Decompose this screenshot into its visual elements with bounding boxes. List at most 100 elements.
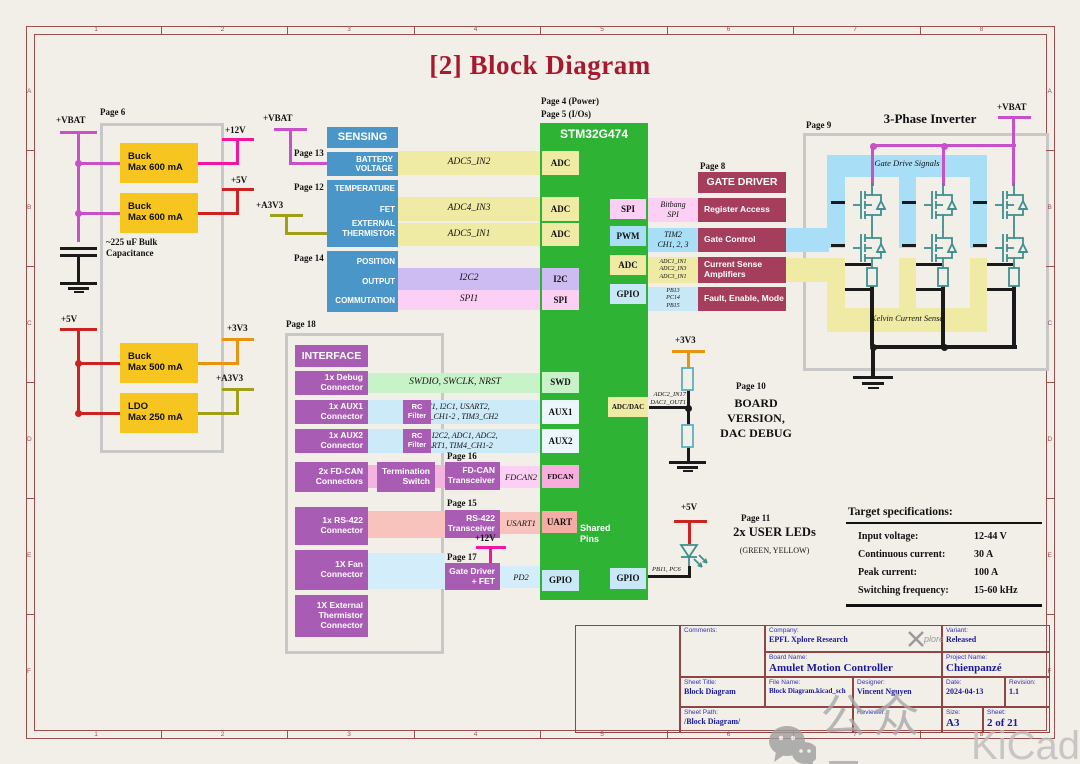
page-label[interactable]: Page 17 <box>447 552 477 562</box>
sensing-position-block[interactable] <box>327 251 398 312</box>
wire <box>973 244 987 247</box>
buck-500ma[interactable]: Buck Max 500 mA <box>120 343 198 383</box>
spec-table: Target specifications: Input voltage: 12… <box>846 504 1042 607</box>
page-label[interactable]: Page 6 <box>100 107 126 117</box>
gate-driver-header[interactable]: GATE DRIVER <box>698 172 786 193</box>
pin-gpio[interactable]: GPIO <box>542 570 579 591</box>
frame-tick <box>26 614 34 615</box>
termination-switch[interactable]: Termination Switch <box>377 462 435 492</box>
wire <box>236 390 239 415</box>
wire <box>687 390 690 408</box>
page-label[interactable]: Page 4 (Power) <box>541 96 599 106</box>
ldo-250ma[interactable]: LDO Max 250 mA <box>120 393 198 433</box>
debug-connector[interactable]: 1x Debug Connector <box>295 371 368 395</box>
page-label[interactable]: Page 18 <box>286 319 316 329</box>
fan-gate-driver-fet[interactable]: Gate Driver + FET <box>445 563 500 590</box>
wire <box>78 362 122 365</box>
frame-tick <box>160 730 162 738</box>
interface-header[interactable]: INTERFACE <box>295 345 368 367</box>
sensing-row-fet: FET <box>379 205 395 214</box>
page-label[interactable]: Page 8 <box>700 161 726 171</box>
junction-dot <box>870 344 877 351</box>
page-label[interactable]: Page 12 <box>294 182 324 192</box>
frame-number: 4 <box>473 730 478 738</box>
pin-pwm[interactable]: PWM <box>610 226 646 246</box>
power-section-box[interactable] <box>100 123 224 453</box>
sensing-temperature-block[interactable] <box>327 180 398 247</box>
titleblock-cell: File Name:Block Diagram.kicad_sch <box>765 677 853 707</box>
fan-connector[interactable]: 1X Fan Connector <box>295 550 368 590</box>
wire <box>862 382 884 385</box>
frame-tick <box>540 26 541 34</box>
gd-gate-control[interactable]: Gate Control <box>698 228 786 252</box>
frame-number: 2 <box>220 730 225 738</box>
sensing-row-commutation: COMMUTATION <box>335 296 395 305</box>
titleblock-label: Revision: <box>1009 679 1036 686</box>
pin-adc[interactable]: ADC <box>542 197 579 221</box>
pin-adc[interactable]: ADC <box>610 255 646 275</box>
junction-dot <box>75 210 82 217</box>
pin-fdcan[interactable]: FDCAN <box>542 465 579 488</box>
frame-number: 8 <box>979 25 984 33</box>
power-flag-5v: +5V <box>681 502 698 512</box>
net-bitbang-spi: Bitbang SPI <box>648 198 698 222</box>
frame-number: 7 <box>853 25 857 33</box>
pin-aux2[interactable]: AUX2 <box>542 429 579 453</box>
power-flag-vbat: +VBAT <box>997 102 1027 112</box>
titleblock-label: Sheet Path: <box>684 709 718 716</box>
kelvin-current-sense-label: Kelvin Current Sense <box>870 313 944 323</box>
page-label[interactable]: Page 15 <box>447 498 477 508</box>
buck-600ma-2[interactable]: Buck Max 600 mA <box>120 193 198 233</box>
spec-value: 100 A <box>974 566 999 578</box>
pin-adc[interactable]: ADC <box>542 223 579 246</box>
buck-600ma-1[interactable]: Buck Max 600 mA <box>120 143 198 183</box>
page-label[interactable]: Page 16 <box>447 451 477 461</box>
rc-filter-1[interactable]: RC Filter <box>403 400 431 424</box>
pin-gpio[interactable]: GPIO <box>610 284 646 304</box>
gd-register-access[interactable]: Register Access <box>698 198 786 222</box>
page-label[interactable]: Page 13 <box>294 148 324 158</box>
page-label[interactable]: Page 10 <box>736 381 766 391</box>
pin-aux1[interactable]: AUX1 <box>542 400 579 424</box>
titleblock-cell: Revision:1.1 <box>1005 677 1050 707</box>
titleblock-value: EPFL Xplore Research <box>769 635 848 644</box>
aux2-connector[interactable]: 1x AUX2 Connector <box>295 429 368 453</box>
wire <box>198 362 239 365</box>
pin-adc-dac[interactable]: ADC/DAC <box>608 397 648 417</box>
page-label[interactable]: Page 11 <box>741 513 771 523</box>
frame-tick <box>1046 150 1054 151</box>
titleblock-cell: Project Name:Chienpanzé <box>942 652 1050 677</box>
interface-section-box[interactable] <box>285 333 444 654</box>
titleblock-value: 2 of 21 <box>987 717 1019 729</box>
fdcan-transceiver[interactable]: FD-CAN Transceiver <box>445 462 500 490</box>
inverter-section-box[interactable] <box>803 133 1049 371</box>
power-flag-3v3: +3V3 <box>227 323 248 333</box>
pin-spi[interactable]: SPI <box>610 199 646 219</box>
page-label[interactable]: Page 9 <box>806 120 832 130</box>
pin-swd[interactable]: SWD <box>542 372 579 393</box>
frame-letter: D <box>27 436 32 443</box>
frame-tick <box>666 730 668 738</box>
frame-tick <box>1046 266 1054 267</box>
ext-thermistor-connector[interactable]: 1X External Thermistor Connector <box>295 595 368 637</box>
wire <box>476 546 506 549</box>
page-label[interactable]: Page 14 <box>294 253 324 263</box>
fdcan-connectors[interactable]: 2x FD-CAN Connectors <box>295 462 368 492</box>
spec-row: Switching frequency: 15-60 kHz <box>846 581 1042 599</box>
rs422-transceiver[interactable]: RS-422 Transceiver <box>445 510 500 538</box>
pin-spi[interactable]: SPI <box>542 290 579 310</box>
sensing-battery-voltage[interactable]: BATTERY VOLTAGE <box>327 152 398 176</box>
aux1-connector[interactable]: 1x AUX1 Connector <box>295 400 368 424</box>
pin-adc[interactable]: ADC <box>542 151 579 175</box>
rs422-connector[interactable]: 1x RS-422 Connector <box>295 507 368 545</box>
gd-current-sense[interactable]: Current Sense Amplifiers <box>698 257 786 283</box>
pin-uart[interactable]: UART <box>542 511 577 533</box>
sensing-header[interactable]: SENSING <box>327 127 398 148</box>
pin-i2c[interactable]: I2C <box>542 268 579 290</box>
titleblock-value: Vincent Nguyen <box>857 687 912 696</box>
wire <box>77 133 80 242</box>
rc-filter-2[interactable]: RC Filter <box>403 429 431 453</box>
pin-gpio[interactable]: GPIO <box>610 568 646 589</box>
gd-fault-enable-mode[interactable]: Fault, Enable, Mode <box>698 287 786 311</box>
page-label[interactable]: Page 5 (I/Os) <box>541 109 591 119</box>
